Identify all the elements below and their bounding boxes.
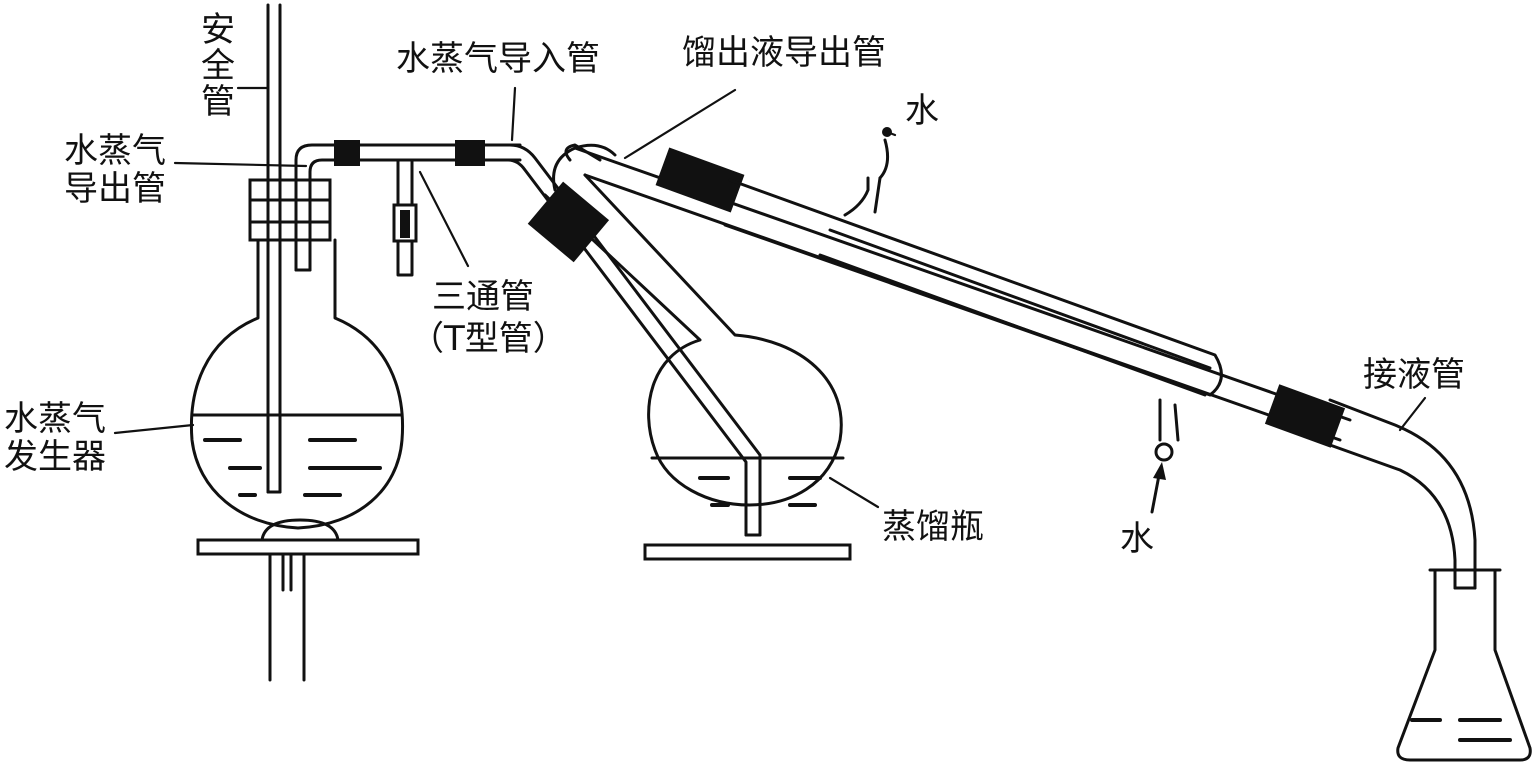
label-steam-generator: 水蒸气 发生器 <box>4 399 106 477</box>
receiving-flask <box>1396 568 1532 762</box>
label-water-top: 水 <box>905 91 939 131</box>
label-distilling-flask: 蒸馏瓶 <box>882 507 984 547</box>
water-inlet-arrow <box>1150 462 1166 514</box>
label-steam-outlet-tube: 水蒸气 导出管 <box>64 131 166 209</box>
tee-tube <box>334 140 485 277</box>
label-tee-tube-alt: （T型管） <box>410 319 567 359</box>
leader-lines <box>113 86 1427 509</box>
label-distillate-outlet-tube: 馏出液导出管 <box>682 33 886 73</box>
label-water-bottom: 水 <box>1120 519 1154 559</box>
steam-generator-flask <box>189 238 405 530</box>
receiver-adapter <box>1264 384 1477 590</box>
heating-plate <box>196 518 420 682</box>
generator-stopper <box>248 178 332 242</box>
label-tee-tube: 三通管 <box>432 277 534 317</box>
condenser-jacket <box>723 127 1223 462</box>
label-receiver-adapter: 接液管 <box>1363 355 1465 395</box>
distillate-outlet-tube <box>573 146 1352 442</box>
label-steam-inlet-tube: 水蒸气导入管 <box>396 39 600 79</box>
steam-outlet-tube <box>294 143 522 272</box>
label-safety-tube: 安全管 <box>201 10 235 122</box>
steam-inlet-tube <box>483 143 762 537</box>
safety-tube <box>266 3 282 494</box>
